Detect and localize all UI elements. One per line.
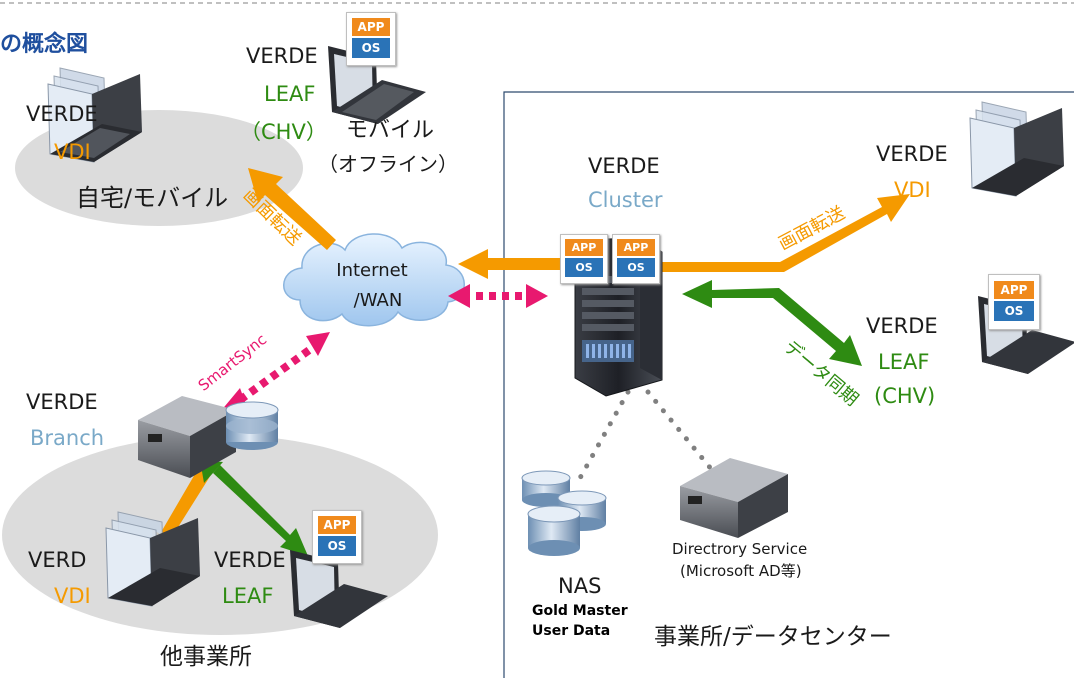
remote-verde-label: VERDE [876, 142, 948, 166]
os-label: OS [352, 38, 390, 58]
remote-leaf-chv-label: (CHV) [874, 384, 936, 408]
branch-office-label: 他事業所 [160, 644, 252, 670]
app-label: APP [994, 281, 1034, 299]
os-label: OS [318, 536, 356, 556]
laptop-icon-home [47, 67, 142, 163]
home-vdi-label: VDI [54, 140, 91, 164]
app-os-badge-mobile: APP OS [346, 12, 396, 66]
branch-leaf-verde-label: VERDE [214, 548, 286, 572]
branch-name-label: Branch [30, 426, 105, 450]
app-os-badge-cluster-1: APP OS [560, 234, 608, 284]
nas-gold-master-label: Gold Master [532, 603, 628, 619]
mobile-offline-label: （オフライン） [318, 152, 458, 176]
cloud-icon [283, 233, 465, 327]
datacenter-label: 事業所/データセンター [654, 624, 892, 650]
app-label: APP [617, 239, 655, 256]
mobile-label: モバイル [346, 118, 435, 143]
app-label: APP [318, 516, 356, 534]
mobile-verde-label: VERDE [246, 44, 318, 68]
mobile-leaf-label: LEAF [264, 82, 316, 106]
directory-service-label: Directrory Service [672, 540, 808, 558]
app-label: APP [352, 18, 390, 36]
cluster-verde-label: VERDE [588, 154, 660, 178]
os-label: OS [565, 258, 603, 277]
cloud-wan-label: /WAN [353, 290, 403, 311]
app-label: APP [565, 239, 603, 256]
nas-db-icon [521, 470, 607, 556]
nas-label: NAS [558, 574, 602, 598]
nas-user-data-label: User Data [532, 623, 611, 639]
directory-server-icon [680, 458, 788, 538]
cluster-name-label: Cluster [588, 188, 663, 212]
app-os-badge-cluster-2: APP OS [612, 234, 660, 284]
branch-db-icon [225, 401, 279, 450]
datacenter-frame [503, 91, 1074, 678]
remote-vdi-label: VDI [894, 178, 931, 202]
dotted-lines [577, 389, 715, 481]
branch-leaf-label: LEAF [222, 584, 274, 608]
branch-server-icon [138, 396, 236, 478]
branch-verde-label: VERDE [26, 390, 98, 414]
branch-vdi-label: VDI [54, 584, 91, 608]
app-os-badge-branch-leaf: APP OS [312, 510, 362, 564]
cloud-internet-label: Internet [336, 260, 408, 281]
remote-leaf-label: LEAF [878, 350, 930, 374]
laptop-icon-mobile [328, 46, 426, 124]
laptop-icon-branch-vdi [105, 511, 200, 607]
laptop-icon-branch-leaf [290, 550, 388, 628]
pink-arrows [237, 292, 530, 404]
mobile-chv-label: （CHV） [240, 120, 327, 144]
home-verde-label: VERDE [26, 102, 98, 126]
laptop-icon-remote-vdi [969, 101, 1064, 197]
os-label: OS [617, 258, 655, 277]
remote-leaf-verde-label: VERDE [866, 314, 938, 338]
home-location-label: 自宅/モバイル [76, 184, 229, 212]
diagram-title: の概念図 [0, 32, 89, 57]
app-os-badge-remote-leaf: APP OS [988, 274, 1040, 330]
branch-vdi-verde-label: VERD [28, 548, 87, 572]
directory-ad-label: (Microsoft AD等) [680, 562, 802, 580]
os-label: OS [994, 301, 1034, 321]
